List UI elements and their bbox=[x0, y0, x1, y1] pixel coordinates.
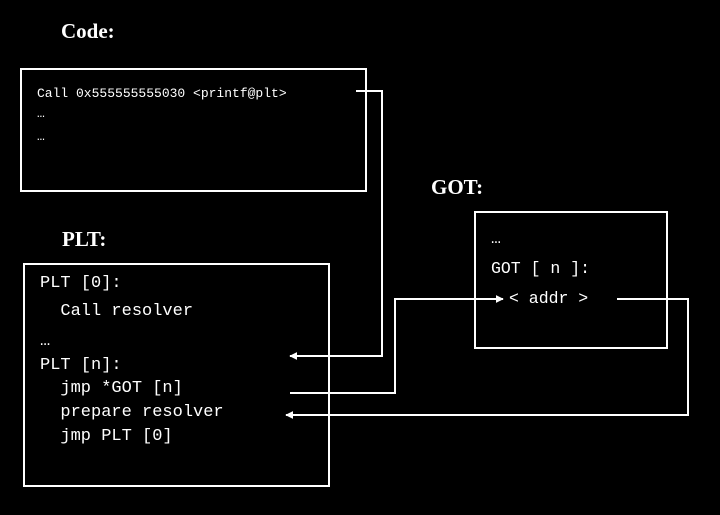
got-heading: GOT: bbox=[431, 175, 484, 199]
plt-line-ellipsis: … bbox=[40, 332, 51, 351]
code-line-ellipsis: … bbox=[37, 106, 45, 121]
code-line-call: Call 0x555555555030 <printf@plt> bbox=[37, 86, 287, 101]
plt-line-entry-n: PLT [n]: bbox=[40, 356, 122, 375]
plt-line-jmp-got: jmp *GOT [n] bbox=[40, 379, 183, 398]
got-line-addr: < addr > bbox=[509, 289, 589, 308]
plt-heading: PLT: bbox=[62, 227, 107, 251]
plt-line-jmp-plt0: jmp PLT [0] bbox=[40, 427, 173, 446]
got-line-entry-n: GOT [ n ]: bbox=[491, 259, 591, 278]
code-line-ellipsis: … bbox=[37, 129, 45, 144]
arrow-call-to-plt-n bbox=[289, 90, 383, 360]
plt-line-prepare-resolver: prepare resolver bbox=[40, 403, 224, 422]
arrow-jmp-to-got-addr bbox=[290, 295, 504, 394]
plt-line-entry-0: PLT [0]: bbox=[40, 274, 122, 293]
code-heading: Code: bbox=[61, 19, 115, 43]
arrow-got-addr-to-prepare-resolver bbox=[285, 298, 689, 419]
plt-box bbox=[23, 263, 330, 487]
code-box bbox=[20, 68, 367, 192]
got-line-ellipsis: … bbox=[491, 229, 501, 248]
got-box bbox=[474, 211, 668, 349]
plt-line-call-resolver: Call resolver bbox=[40, 302, 194, 321]
